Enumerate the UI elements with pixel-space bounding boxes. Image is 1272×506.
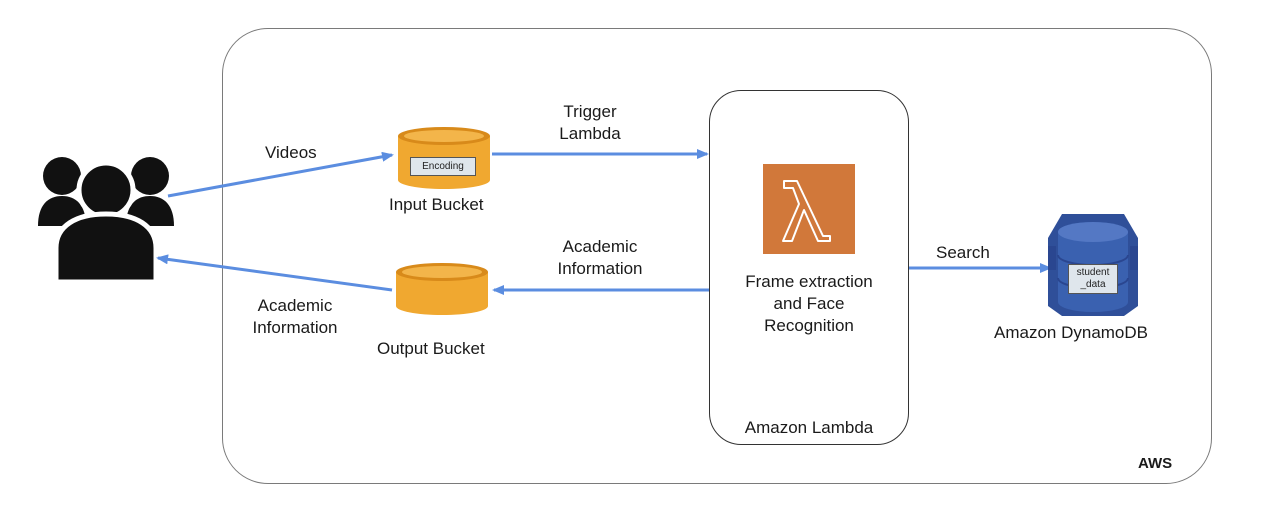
edge-trigger-line2: Lambda [559,124,621,143]
edge-academic-out-line2: Information [252,318,338,337]
edge-academic-out-label: Academic Information [240,295,350,339]
edge-trigger-line1: Trigger [563,102,617,121]
table-label-line1: student [1076,267,1110,278]
output-bucket-label: Output Bucket [377,339,485,358]
edge-academic-label: Academic Information [545,236,655,280]
users-group-icon [38,157,174,285]
edge-search-label: Search [936,243,990,262]
input-bucket-label: Input Bucket [389,195,484,214]
lambda-task-label: Frame extraction and Face Recognition [709,271,909,337]
lambda-container-label: Amazon Lambda [744,418,874,437]
lambda-task-line3: Recognition [764,316,854,335]
aws-cloud-container [222,28,1212,484]
lambda-task-line2: and Face [773,294,845,313]
table-label-line2: _data [1080,279,1106,290]
lambda-task-line1: Frame extraction [745,272,873,291]
edge-academic-line2: Information [557,259,643,278]
edge-videos-label: Videos [265,143,317,162]
encoding-label: Encoding [422,161,464,172]
edge-trigger-label: Trigger Lambda [550,101,630,145]
dynamodb-table-tag: student _data [1068,264,1118,294]
edge-academic-out-line1: Academic [257,296,333,315]
lambda-container [709,90,909,445]
aws-label: AWS [1138,455,1173,472]
dynamodb-label: Amazon DynamoDB [994,323,1149,342]
input-bucket-encoding-tag: Encoding [410,157,476,176]
edge-academic-line1: Academic [562,237,638,256]
